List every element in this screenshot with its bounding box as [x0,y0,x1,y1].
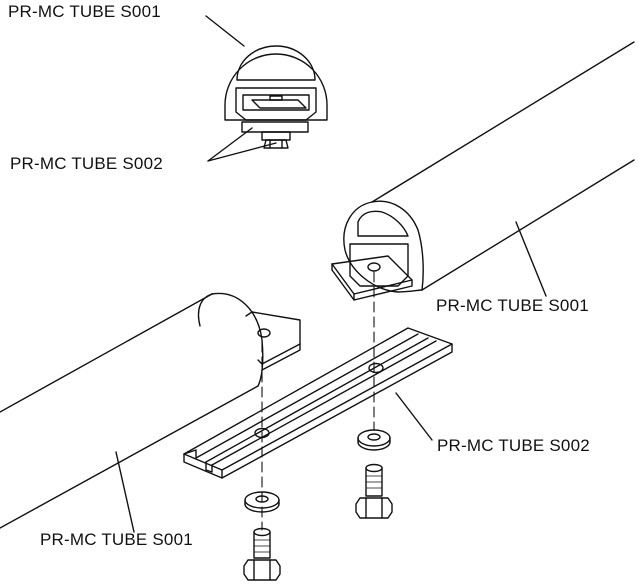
profile-detail [205,15,328,162]
leader-top-tube [205,15,245,47]
right-tube [331,41,635,301]
profile-outer [224,53,328,121]
center-lines [261,271,375,531]
profile-slot [235,87,317,121]
left-fastener [243,491,281,581]
profile-plate [251,99,307,109]
leader-right-tube [515,221,547,297]
label-top-connector: PR-MC TUBE S002 [10,154,163,173]
profile-inner-top [236,45,316,81]
label-bottom-tube: PR-MC TUBE S001 [40,530,193,549]
leader-rail [395,392,433,441]
rail [183,327,453,479]
right-fastener [355,429,393,519]
leader-top-connector-b [207,142,277,162]
label-rail: PR-MC TUBE S002 [437,436,590,455]
leader-top-connector-a [207,127,253,162]
profile-nut [263,139,289,149]
leader-bottom-tube [115,451,135,533]
left-tube [0,292,301,533]
profile-flange [241,121,309,133]
label-top-tube: PR-MC TUBE S001 [8,2,161,21]
label-right-tube: PR-MC TUBE S001 [436,296,589,315]
